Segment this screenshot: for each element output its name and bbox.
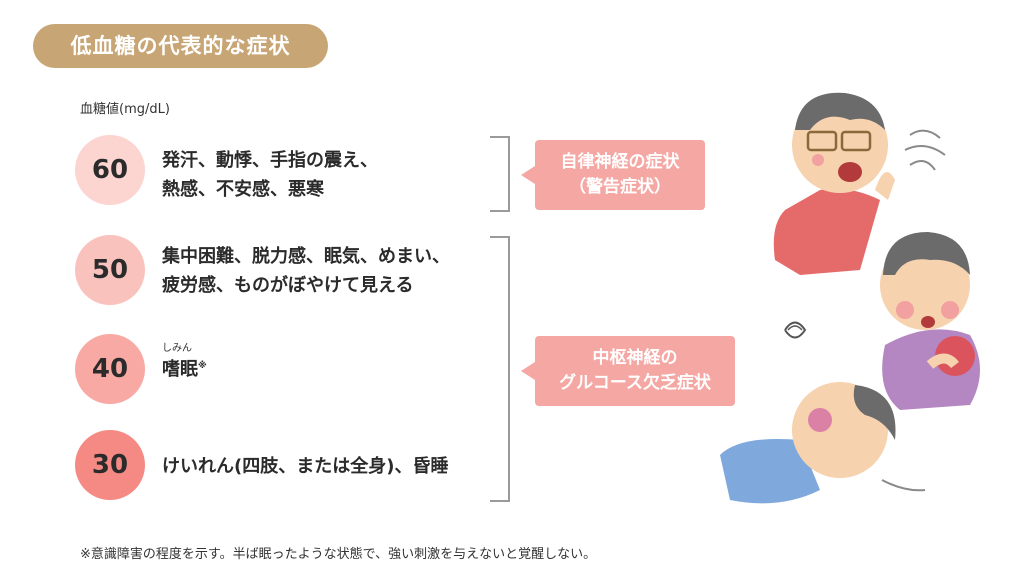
symptom-line: 熱感、不安感、悪寒 bbox=[162, 179, 324, 200]
symptom-line: 嗜眠 bbox=[162, 359, 198, 380]
bracket-autonomic bbox=[490, 136, 510, 212]
level-30-circle: 30 bbox=[75, 430, 145, 500]
callout-central: 中枢神経の グルコース欠乏症状 bbox=[521, 336, 735, 406]
callout-line: 自律神経の症状 bbox=[560, 152, 680, 172]
callout-arrow bbox=[521, 166, 535, 184]
callout-arrow bbox=[521, 362, 535, 380]
footnote: ※意識障害の程度を示す。半ば眠ったような状態で、強い刺激を与えないと覚醒しない。 bbox=[80, 547, 597, 562]
callout-autonomic: 自律神経の症状 （警告症状） bbox=[521, 140, 705, 210]
furigana: しみん bbox=[162, 343, 192, 354]
level-60-symptoms: 発汗、動悸、手指の震え、 熱感、不安感、悪寒 bbox=[162, 146, 378, 204]
callout-line: グルコース欠乏症状 bbox=[559, 373, 711, 393]
level-60-circle: 60 bbox=[75, 135, 145, 205]
symptom-line: 発汗、動悸、手指の震え、 bbox=[162, 150, 378, 171]
sweating-person-figure bbox=[773, 92, 946, 275]
level-40-symptoms: 嗜眠※ bbox=[162, 352, 207, 384]
chest-pain-person-figure bbox=[880, 232, 980, 410]
symptom-line: けいれん(四肢、または全身)、昏睡 bbox=[162, 456, 449, 477]
level-50-circle: 50 bbox=[75, 235, 145, 305]
note-mark: ※ bbox=[198, 361, 207, 371]
page-title: 低血糖の代表的な症状 bbox=[33, 24, 328, 68]
axis-label: 血糖値(mg/dL) bbox=[80, 102, 170, 117]
callout-line: 中枢神経の bbox=[592, 348, 678, 368]
callout-line: （警告症状） bbox=[569, 177, 671, 197]
symptom-line: 集中困難、脱力感、眠気、めまい、 bbox=[162, 246, 450, 267]
level-40-circle: 40 bbox=[75, 334, 145, 404]
bracket-central bbox=[490, 236, 510, 502]
symptom-line: 疲労感、ものがぼやけて見える bbox=[162, 275, 414, 296]
fallen-person-figure bbox=[720, 321, 926, 504]
level-30-symptoms: けいれん(四肢、または全身)、昏睡 bbox=[162, 452, 448, 481]
symptom-illustration bbox=[720, 92, 980, 504]
level-50-symptoms: 集中困難、脱力感、眠気、めまい、 疲労感、ものがぼやけて見える bbox=[162, 242, 450, 300]
